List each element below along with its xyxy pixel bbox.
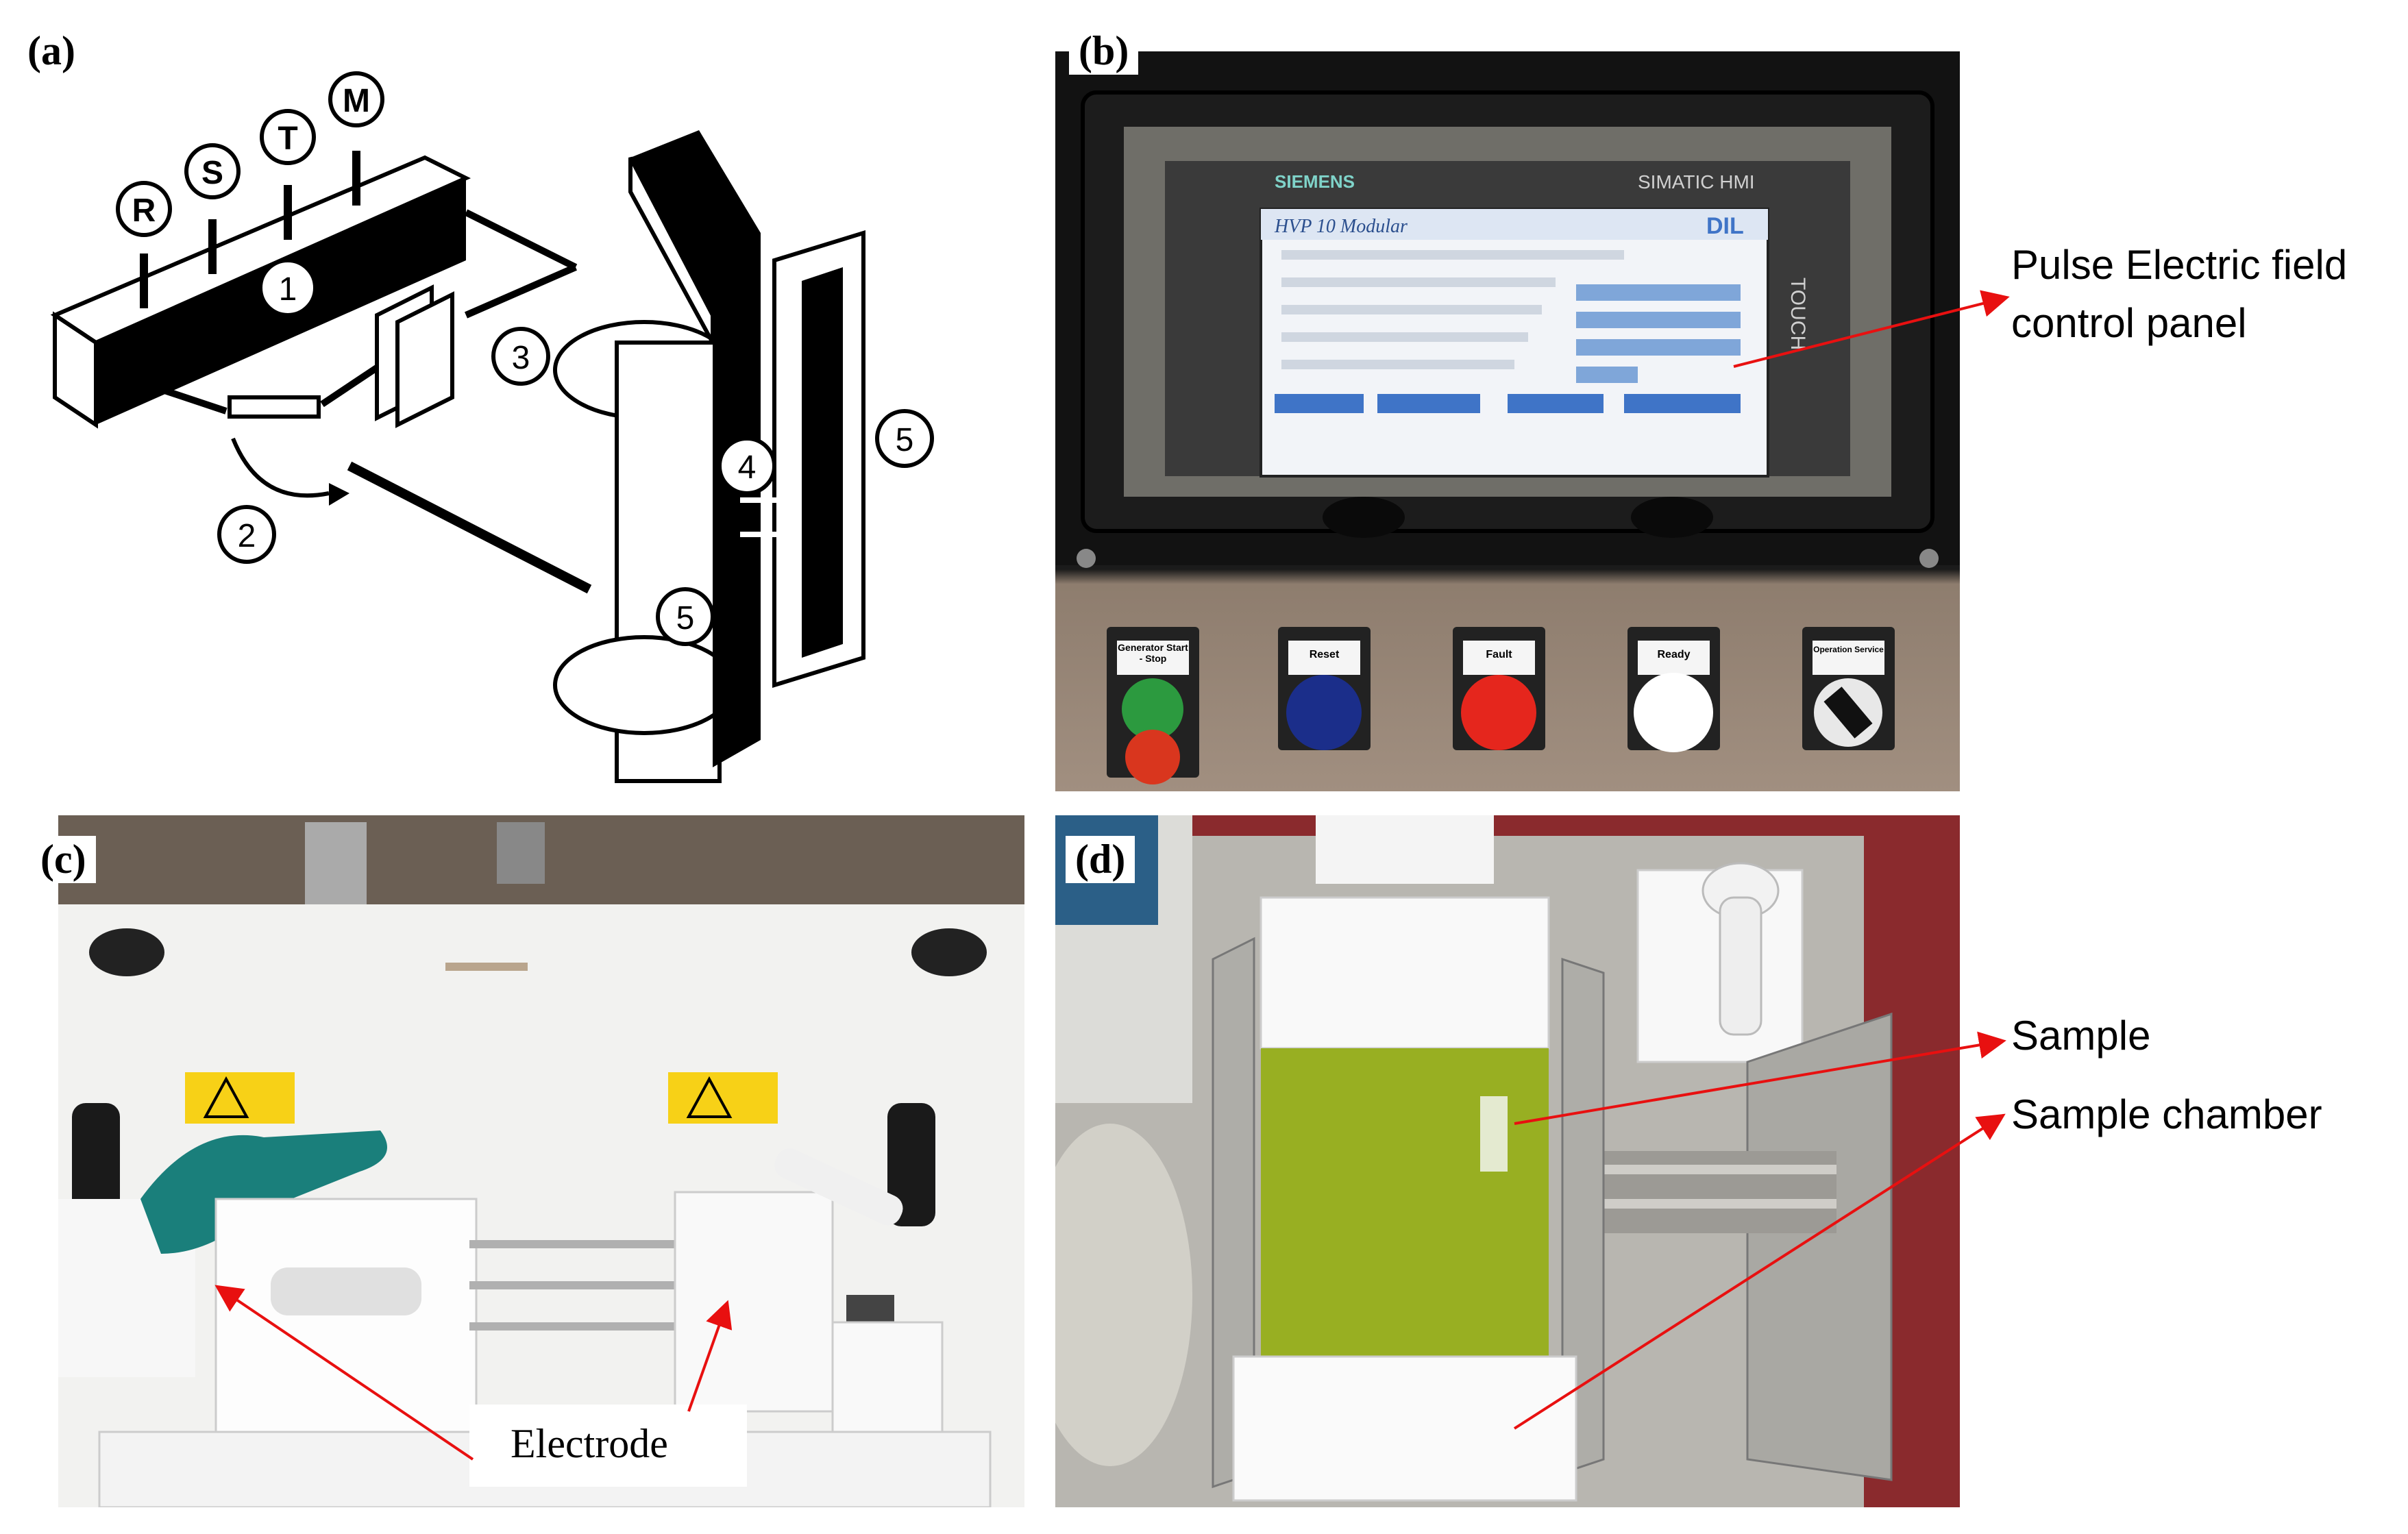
electrode-callout-box [469, 1405, 747, 1487]
panel-c-label: (c) [31, 836, 96, 883]
simatic-hmi-label: SIMATIC HMI [1638, 171, 1755, 193]
terminal-r: R [132, 193, 156, 229]
btn-label-fault: Fault [1486, 649, 1512, 660]
label-1: 1 [279, 271, 297, 308]
label-3: 3 [512, 340, 530, 376]
panel-b-label: (b) [1069, 27, 1139, 75]
callout-pef-line2: control panel [2011, 300, 2247, 346]
label-5b: 5 [676, 600, 695, 636]
panel-d-photo [1055, 815, 1960, 1507]
terminal-s: S [201, 155, 223, 191]
panel-a-diagram: R S T M 1 2 3 4 5 5 [50, 71, 934, 783]
label-2: 2 [238, 518, 256, 554]
terminal-t: T [278, 121, 297, 157]
hmi-screen-title: HVP 10 Modular [1275, 216, 1408, 237]
panel-b-photo: SIEMENS SIMATIC HMI TOUCH HVP 10 Modular… [1055, 51, 1960, 791]
label-4: 4 [738, 449, 757, 486]
panel-c-photo [58, 815, 1024, 1507]
callout-sample-chamber: Sample chamber [2011, 1091, 2322, 1137]
arrow-sample-chamber [1513, 1113, 2006, 1430]
panel-d-label: (d) [1066, 836, 1135, 883]
btn-label-operation: Operation Service [1813, 645, 1884, 654]
arrow-sample [1514, 1031, 2006, 1125]
panel-a-label: (a) [27, 28, 75, 73]
btn-label-generator: Generator Start - Stop [1118, 642, 1188, 664]
callout-pef-line1: Pulse Electric field [2011, 242, 2348, 288]
control-panel-drawing [1055, 51, 1960, 784]
label-5a: 5 [896, 422, 914, 458]
arrow-electrode-left [214, 1285, 474, 1461]
btn-label-reset: Reset [1309, 649, 1340, 660]
siemens-brand: SIEMENS [1275, 171, 1355, 192]
arrow-control-panel [1733, 290, 2010, 368]
callout-sample: Sample [2011, 1013, 2151, 1059]
sample-chamber-drawing [1055, 815, 1960, 1507]
btn-label-ready: Ready [1657, 649, 1691, 660]
hmi-screen-logo: DIL [1706, 213, 1744, 239]
callout-electrode: Electrode [511, 1421, 668, 1466]
terminal-m: M [343, 83, 370, 119]
arrow-electrode-right [687, 1300, 733, 1412]
